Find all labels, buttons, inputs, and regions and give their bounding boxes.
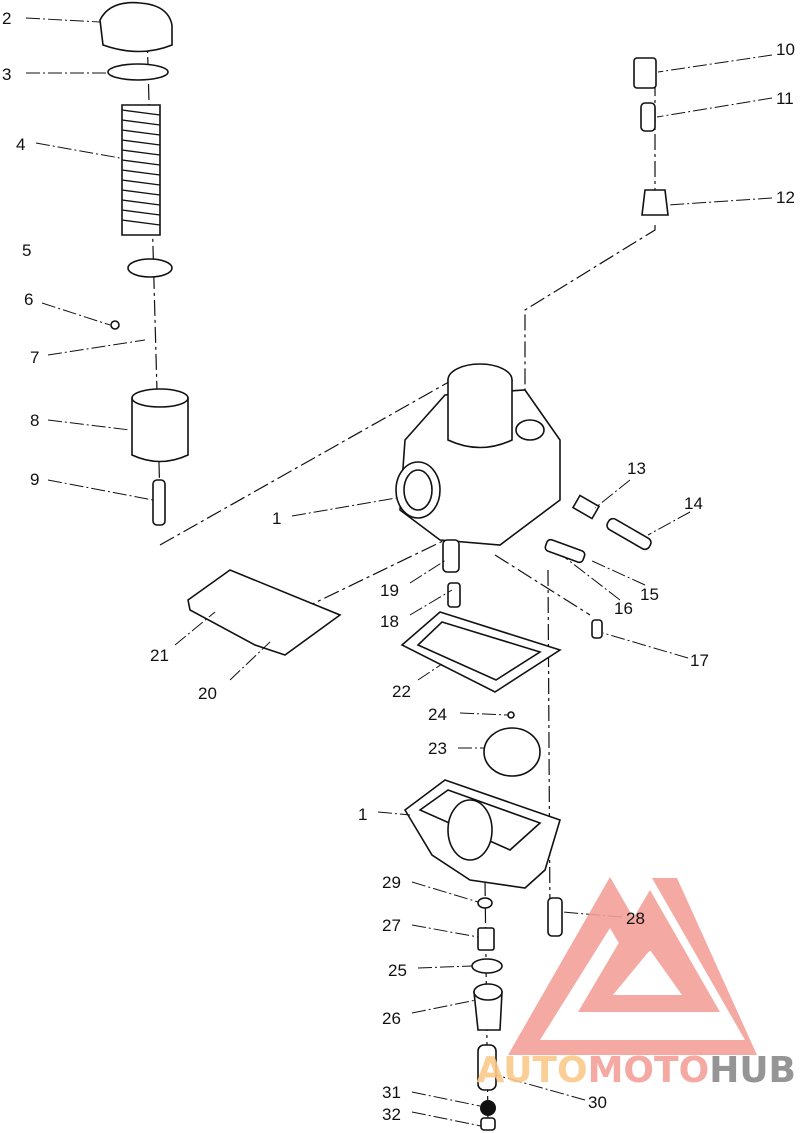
float-bowl [403, 779, 561, 889]
callout-29: 29 [382, 873, 401, 892]
callout-11: 11 [776, 89, 794, 108]
jet-part-18 [447, 582, 461, 608]
float-part [483, 727, 541, 777]
screws-right [544, 57, 669, 639]
callout-22: 22 [392, 682, 411, 701]
callout-5: 5 [22, 241, 31, 260]
spring-part [121, 104, 161, 236]
callout-8: 8 [30, 411, 39, 430]
callout-30: 30 [588, 1093, 607, 1112]
watermark-moto: MOTO [588, 1050, 710, 1091]
throttle-slide-part [131, 388, 189, 463]
callout-14: 14 [684, 494, 703, 513]
carburetor-body [395, 363, 561, 546]
pilot-jet-part [442, 539, 460, 573]
cap-part [99, 1, 173, 53]
callout-12: 12 [776, 188, 795, 207]
callout-18: 18 [380, 612, 399, 631]
callout-6: 6 [24, 290, 33, 309]
needle-clip-plate [127, 258, 173, 278]
callout-19: 19 [380, 581, 399, 600]
drain-parts [471, 897, 563, 1131]
watermark-logo-icon [508, 877, 757, 1055]
callout-21: 21 [150, 646, 169, 665]
needle-jet-part [152, 479, 166, 526]
callout-13: 13 [627, 459, 646, 478]
callout-28: 28 [626, 909, 645, 928]
watermark-brand: AUTOMOTOHUB [476, 1050, 796, 1091]
callout-3: 3 [2, 65, 11, 84]
callout-26: 26 [382, 1009, 401, 1028]
pin-part [507, 711, 515, 719]
automotohub-watermark: AUTOMOTOHUB [476, 877, 796, 1091]
callout-16: 16 [614, 599, 633, 618]
callout-9: 9 [30, 470, 39, 489]
watermark-auto: AUTO [476, 1050, 587, 1091]
clip-part [110, 320, 120, 330]
callout-15: 15 [640, 585, 659, 604]
callout-32: 32 [382, 1105, 401, 1124]
callout-24: 24 [428, 705, 447, 724]
callout-23: 23 [428, 739, 447, 758]
callout-10: 10 [776, 40, 795, 59]
callout-25: 25 [388, 961, 407, 980]
callout-1: 1 [272, 509, 281, 528]
gasket-left [187, 569, 342, 656]
callout-labels: 1 2 3 4 5 6 7 8 9 10 11 12 13 14 15 16 1… [2, 9, 795, 1124]
callout-7: 7 [30, 348, 39, 367]
leader-lines [25, 17, 773, 1127]
watermark-hub: HUB [709, 1050, 796, 1091]
callout-27: 27 [382, 916, 401, 935]
float-gasket [400, 611, 562, 693]
callout-31: 31 [382, 1083, 401, 1102]
callout-20: 20 [198, 684, 217, 703]
callout-1-bowl: 1 [358, 805, 367, 824]
washer-part [107, 63, 169, 81]
callout-2: 2 [2, 9, 11, 28]
callout-17: 17 [690, 651, 709, 670]
callout-4: 4 [16, 135, 25, 154]
